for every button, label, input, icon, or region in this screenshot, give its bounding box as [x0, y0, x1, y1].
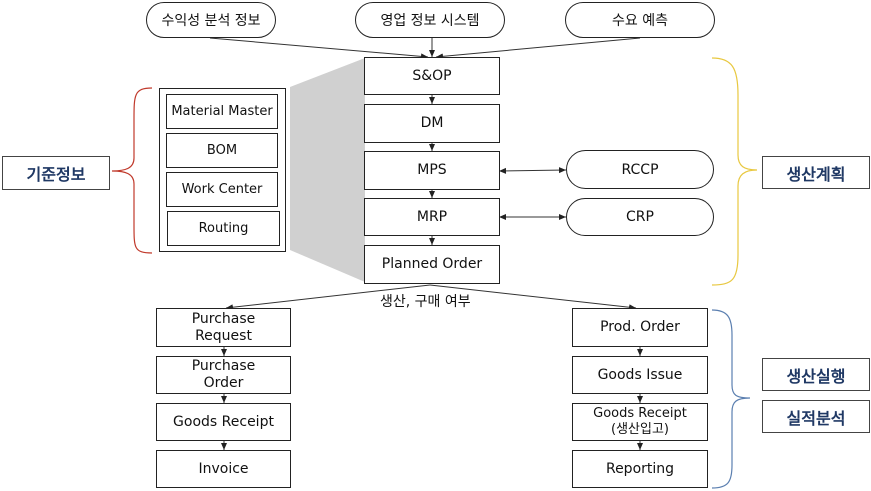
input-demand-forecast: 수요 예측	[565, 2, 715, 38]
performance-analysis-label: 실적분석	[762, 400, 870, 433]
input-sales-info-system: 영업 정보 시스템	[355, 2, 505, 38]
flow-dm: DM	[364, 104, 500, 143]
production-goods-issue: Goods Issue	[572, 356, 708, 394]
item-label: Routing	[198, 221, 249, 236]
production-reporting: Reporting	[572, 450, 708, 488]
purchase-order: Purchase Order	[156, 356, 291, 394]
capacity-label: RCCP	[621, 161, 659, 178]
capacity-crp: CRP	[566, 198, 714, 236]
flow-label: MRP	[416, 208, 448, 225]
flow-sop: S&OP	[364, 57, 500, 95]
flow-mrp: MRP	[364, 198, 500, 236]
capacity-rccp: RCCP	[566, 150, 714, 189]
master-data-label-text: 기준정보	[26, 165, 86, 184]
arrow-to-purchase	[225, 284, 431, 311]
master-data-brace	[111, 87, 153, 254]
link-mps-rccp	[499, 167, 567, 174]
production-label: Prod. Order	[600, 319, 680, 335]
master-data-item-material-master: Material Master	[166, 94, 278, 129]
item-label: BOM	[206, 143, 238, 158]
master-data-shade	[290, 58, 365, 282]
planning-label: 생산계획	[762, 156, 870, 189]
arrow-profit-to-sop	[209, 37, 429, 60]
flow-label: Planned Order	[381, 256, 483, 272]
flow-label: MPS	[417, 162, 447, 178]
execution-label-text: 생산실행	[786, 366, 846, 386]
flow-label: S&OP	[412, 67, 452, 84]
arrow-forecast-to-sop	[435, 37, 641, 60]
production-label: Reporting	[605, 460, 675, 477]
flow-label: DM	[420, 115, 444, 131]
master-data-item-bom: BOM	[166, 133, 278, 168]
purchase-label: Purchase Order	[191, 358, 256, 391]
purchase-invoice: Invoice	[156, 450, 291, 488]
production-label: Goods Receipt (생산입고)	[593, 406, 687, 437]
execution-label: 생산실행	[762, 358, 870, 391]
planning-brace	[711, 57, 758, 286]
planning-label-text: 생산계획	[786, 164, 846, 184]
input-profitability-info: 수익성 분석 정보	[146, 2, 276, 38]
flow-mps: MPS	[364, 151, 500, 190]
input-label: 수요 예측	[612, 13, 668, 29]
purchase-request: Purchase Request	[156, 308, 291, 347]
production-prod-order: Prod. Order	[572, 308, 708, 347]
flow-planned-order: Planned Order	[364, 245, 500, 284]
master-data-container: Material Master BOM Work Center Routing	[159, 88, 286, 252]
item-label: Material Master	[171, 104, 273, 119]
arrow-to-production	[429, 284, 637, 311]
master-data-item-routing: Routing	[167, 211, 280, 246]
production-label: Goods Issue	[597, 366, 683, 383]
decision-note: 생산, 구매 여부	[380, 294, 471, 310]
master-data-label: 기준정보	[2, 156, 110, 190]
input-label: 수익성 분석 정보	[161, 13, 261, 29]
production-goods-receipt: Goods Receipt (생산입고)	[572, 403, 708, 441]
performance-analysis-label-text: 실적분석	[786, 408, 846, 428]
master-data-item-work-center: Work Center	[166, 172, 278, 207]
purchase-goods-receipt: Goods Receipt	[156, 403, 291, 441]
purchase-label: Goods Receipt	[173, 413, 274, 430]
purchase-label: Invoice	[198, 460, 249, 477]
purchase-label: Purchase Request	[191, 310, 256, 344]
input-label: 영업 정보 시스템	[380, 13, 480, 29]
capacity-label: CRP	[626, 209, 654, 225]
item-label: Work Center	[181, 182, 263, 197]
execution-brace	[711, 309, 751, 489]
